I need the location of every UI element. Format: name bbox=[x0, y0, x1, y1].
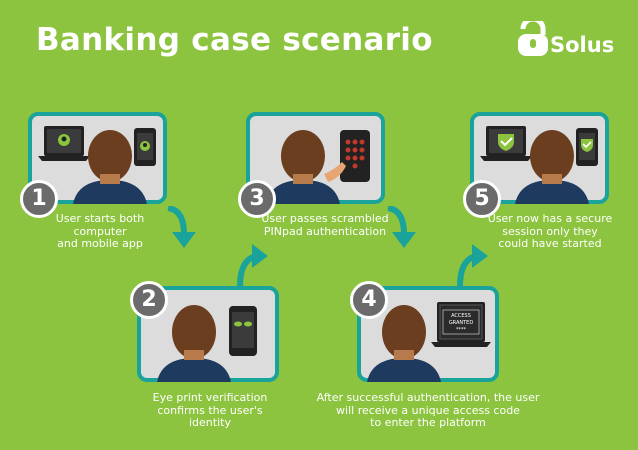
page-title: Banking case scenario bbox=[36, 22, 433, 58]
solus-logo bbox=[518, 21, 548, 56]
person-back-icon bbox=[367, 305, 441, 382]
pinpad-phone-icon bbox=[340, 130, 370, 182]
laptop-icon bbox=[38, 126, 90, 161]
step-4-badge: 4 bbox=[350, 281, 388, 319]
eye-scan-phone-icon bbox=[229, 306, 257, 356]
laptop-access-icon: ACCESS GRANTED **** bbox=[431, 302, 491, 347]
step-4-caption: After successful authentication, the use… bbox=[316, 391, 540, 429]
step-2-badge: 2 bbox=[130, 281, 168, 319]
step-4-panel: ACCESS GRANTED **** bbox=[357, 286, 499, 382]
laptop-check-icon bbox=[480, 126, 532, 161]
person-back-icon bbox=[73, 130, 147, 204]
step-2-panel bbox=[137, 286, 279, 382]
step-1-panel bbox=[28, 112, 167, 204]
arrow-2-to-3 bbox=[237, 244, 268, 287]
access-line-2: GRANTED bbox=[449, 320, 474, 326]
brand-name: Solus bbox=[550, 33, 615, 57]
step-5-badge: 5 bbox=[463, 180, 501, 218]
step-3-caption: User passes scrambled PINpad authenticat… bbox=[261, 212, 389, 238]
step-3-panel bbox=[246, 112, 385, 204]
smartphone-check-icon bbox=[576, 128, 598, 166]
arrow-4-to-5 bbox=[457, 244, 488, 287]
lock-icon bbox=[518, 21, 548, 56]
smartphone-icon bbox=[134, 128, 156, 166]
arrow-3-to-4 bbox=[387, 206, 416, 248]
access-line-1: ACCESS bbox=[451, 313, 471, 319]
step-5-caption: User now has a secure session only they … bbox=[487, 212, 613, 250]
arrow-1-to-2 bbox=[167, 206, 196, 248]
access-code: **** bbox=[456, 327, 467, 333]
step-1-badge: 1 bbox=[20, 180, 58, 218]
step-3-badge: 3 bbox=[238, 180, 276, 218]
hand-icon bbox=[324, 162, 346, 182]
person-back-icon bbox=[515, 130, 589, 204]
step-1-caption: User starts both computer and mobile app bbox=[55, 212, 145, 250]
step-2-caption: Eye print verification confirms the user… bbox=[152, 391, 268, 429]
person-back-icon bbox=[157, 305, 231, 382]
person-back-icon bbox=[266, 130, 340, 204]
step-5-panel bbox=[470, 112, 609, 204]
